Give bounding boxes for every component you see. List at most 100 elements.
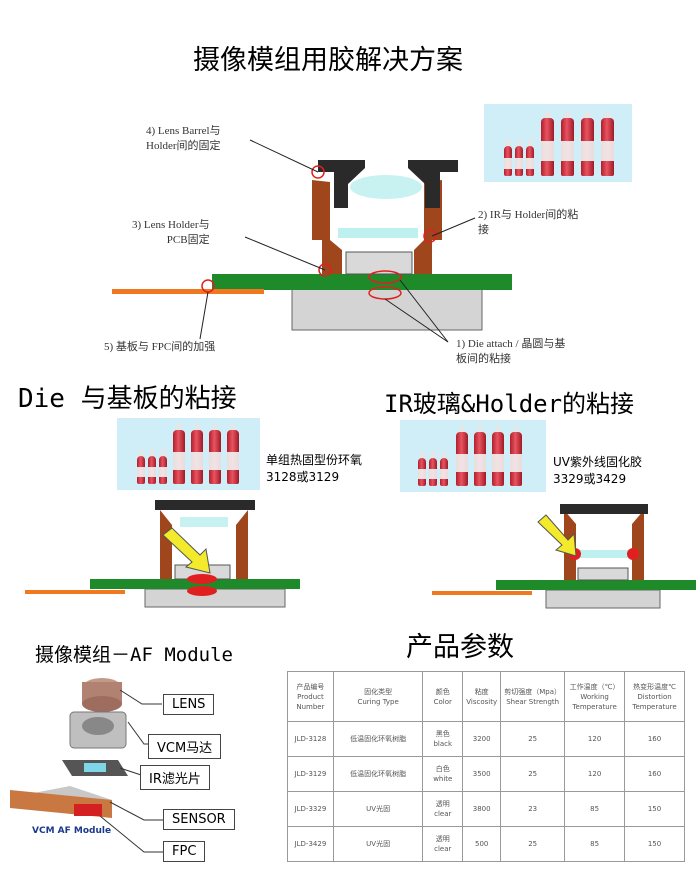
table-cell: 160 bbox=[624, 721, 685, 757]
table-cell: JLD-3128 bbox=[287, 721, 334, 757]
table-cell: UV光固 bbox=[332, 791, 424, 827]
pcb-board bbox=[212, 274, 512, 290]
callout-substrate-fpc: 5) 基板与 FPC间的加强 bbox=[104, 341, 216, 353]
table-header-row: 产品编号 Product Number 固化类型 Curing Type 颜色 … bbox=[287, 671, 685, 722]
table-cell: UV光固 bbox=[332, 826, 424, 862]
callout-lens-barrel-holder: 4) Lens Barrel与 Holder间的固定 bbox=[146, 125, 221, 152]
adhesive-bottle bbox=[429, 451, 437, 486]
lens-barrel-right bbox=[408, 160, 458, 208]
table-cell: 85 bbox=[564, 826, 626, 862]
adhesive-bottle bbox=[510, 425, 522, 486]
callout-ir-holder: 2) IR与 Holder间的粘 接 bbox=[478, 209, 579, 236]
glue-point-4 bbox=[311, 165, 325, 179]
table-cell: 25 bbox=[500, 756, 566, 792]
glue-point-2 bbox=[423, 229, 437, 243]
callout-die-attach: 1) Die attach / 晶圆与基 板间的粘接 bbox=[456, 338, 566, 365]
fpc-strip bbox=[112, 289, 264, 294]
table-cell: 23 bbox=[500, 791, 566, 827]
section-title-params: 产品参数 bbox=[406, 632, 514, 663]
af-module-caption: VCM AF Module bbox=[32, 826, 112, 836]
adhesive-bottle bbox=[209, 423, 221, 484]
ir-product-description: UV紫外线固化胶 3329或3429 bbox=[553, 455, 642, 486]
table-cell: 500 bbox=[462, 826, 502, 862]
holder-left bbox=[312, 180, 342, 274]
af-module-exploded-view bbox=[10, 678, 128, 818]
table-row: JLD-3129 低温固化环氧树脂 白色 white 3500 25 120 1… bbox=[287, 756, 685, 792]
label-sensor: SENSOR bbox=[163, 809, 235, 830]
die-arrow bbox=[162, 527, 211, 574]
table-cell: JLD-3429 bbox=[287, 826, 334, 862]
table-cell: 150 bbox=[624, 791, 685, 827]
adhesive-bottle bbox=[561, 111, 574, 176]
die-attach-diagram bbox=[25, 500, 300, 608]
table-cell: 150 bbox=[624, 826, 685, 862]
ir-attach-diagram bbox=[432, 504, 696, 609]
adhesive-bottle bbox=[504, 139, 512, 176]
label-vcm: VCM马达 bbox=[148, 734, 222, 759]
header-viscosity: 粘度 Viscosity bbox=[462, 671, 502, 722]
page-title: 摄像模组用胶解决方案 bbox=[193, 45, 463, 76]
ir-glass bbox=[338, 228, 418, 238]
header-product-number: 产品编号 Product Number bbox=[287, 671, 334, 722]
header-color: 颜色 Color bbox=[422, 671, 464, 722]
header-distortion-temp: 热变形温度℃ Distortion Temperature bbox=[624, 671, 685, 722]
label-ir-filter: IR滤光片 bbox=[140, 765, 210, 790]
ir-arrow bbox=[537, 514, 577, 557]
section-title-die: Die 与基板的粘接 bbox=[18, 384, 237, 414]
table-cell: 160 bbox=[624, 756, 685, 792]
header-curing-type: 固化类型 Curing Type bbox=[332, 671, 424, 722]
product-params-table: 产品编号 Product Number 固化类型 Curing Type 颜色 … bbox=[287, 671, 685, 862]
table-cell: 25 bbox=[500, 721, 566, 757]
adhesive-bottle bbox=[601, 111, 614, 176]
adhesive-bottle bbox=[541, 111, 554, 176]
table-cell: 3800 bbox=[462, 791, 502, 827]
table-cell: 3500 bbox=[462, 756, 502, 792]
table-cell: 白色 white bbox=[422, 756, 464, 792]
table-cell: 透明 clear bbox=[422, 826, 464, 862]
table-cell: 25 bbox=[500, 826, 566, 862]
section-title-ir: IR玻璃&Holder的粘接 bbox=[384, 390, 635, 418]
header-working-temp: 工作温度（℃） Working Temperature bbox=[564, 671, 626, 722]
adhesive-bottle bbox=[148, 449, 156, 484]
table-row: JLD-3128 低温固化环氧树脂 黑色 black 3200 25 120 1… bbox=[287, 721, 685, 757]
adhesive-bottle bbox=[227, 423, 239, 484]
ir-adhesive-photo bbox=[400, 420, 546, 492]
adhesive-bottle bbox=[515, 139, 523, 176]
lens-glass bbox=[350, 175, 422, 199]
die-glue-dot-b bbox=[187, 586, 217, 596]
label-fpc: FPC bbox=[163, 841, 206, 862]
table-cell: 低温固化环氧树脂 bbox=[332, 721, 424, 757]
table-cell: JLD-3129 bbox=[287, 756, 334, 792]
table-row: JLD-3329 UV光固 透明 clear 3800 23 85 150 bbox=[287, 791, 685, 827]
table-cell: 120 bbox=[564, 756, 626, 792]
adhesive-bottle bbox=[137, 449, 145, 484]
table-cell: 120 bbox=[564, 721, 626, 757]
adhesive-bottle bbox=[159, 449, 167, 484]
section-title-af: 摄像模组－AF Module bbox=[35, 644, 233, 666]
adhesive-bottles-top bbox=[484, 104, 632, 182]
sensor-chip bbox=[345, 251, 413, 275]
die-adhesive-photo bbox=[117, 418, 260, 490]
table-cell: 透明 clear bbox=[422, 791, 464, 827]
die-product-description: 单组热固型份环氧 3128或3129 bbox=[266, 453, 363, 484]
lens-barrel-left bbox=[318, 160, 365, 208]
die-glue-dot-a bbox=[187, 574, 217, 584]
adhesive-bottle bbox=[440, 451, 448, 486]
glue-point-1a bbox=[368, 270, 402, 284]
table-cell: JLD-3329 bbox=[287, 791, 334, 827]
table-cell: 黑色 black bbox=[422, 721, 464, 757]
adhesive-bottle bbox=[581, 111, 594, 176]
header-shear-strength: 剪切强度（Mpa） Shear Strength bbox=[500, 671, 566, 722]
ir-glue-dot-right bbox=[627, 548, 639, 560]
glue-point-3 bbox=[318, 263, 332, 277]
table-cell: 85 bbox=[564, 791, 626, 827]
adhesive-bottle bbox=[418, 451, 426, 486]
adhesive-bottle bbox=[474, 425, 486, 486]
table-cell: 低温固化环氧树脂 bbox=[332, 756, 424, 792]
table-cell: 3200 bbox=[462, 721, 502, 757]
adhesive-bottle bbox=[492, 425, 504, 486]
adhesive-bottle bbox=[191, 423, 203, 484]
adhesive-bottle bbox=[526, 139, 534, 176]
callout-lens-holder-pcb: 3) Lens Holder与 PCB固定 bbox=[132, 219, 210, 246]
adhesive-bottle bbox=[173, 423, 185, 484]
